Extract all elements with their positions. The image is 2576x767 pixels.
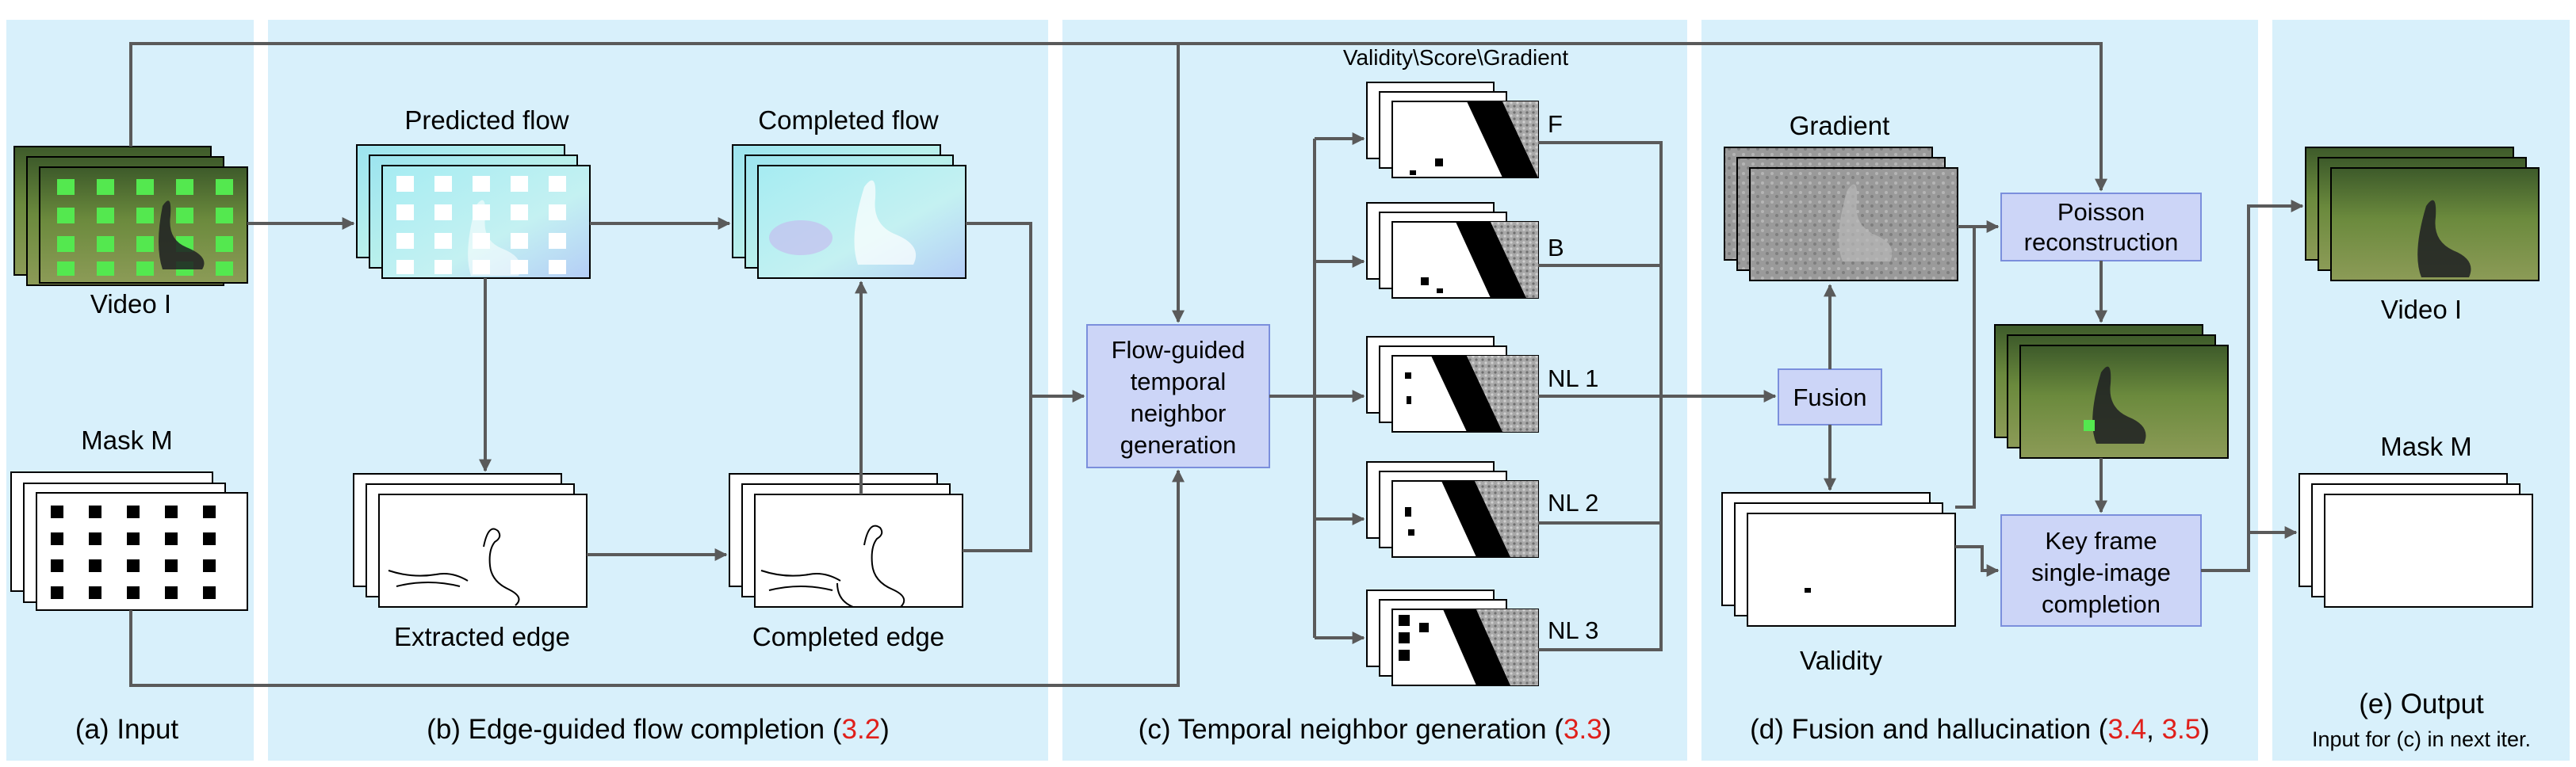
stack-header-label: Validity\Score\Gradient bbox=[1343, 45, 1569, 70]
input-mask-label: Mask M bbox=[81, 425, 173, 455]
panel-output-bg bbox=[2272, 20, 2570, 761]
output-video-label: Video I bbox=[2381, 295, 2462, 324]
predicted-flow-stack bbox=[356, 144, 591, 279]
caption-temporal-suffix: ) bbox=[1602, 714, 1612, 745]
neighbor-stack-nl3 bbox=[1366, 590, 1539, 686]
keyframe-line-2: single-image bbox=[2031, 559, 2171, 586]
caption-output: (e) Output bbox=[2359, 689, 2484, 719]
caption-flow-ref: 3.2 bbox=[842, 714, 881, 745]
poisson-line-1: Poisson bbox=[2057, 198, 2145, 226]
caption-temporal-prefix: (c) Temporal neighbor generation ( bbox=[1139, 714, 1564, 745]
extracted-edge-stack bbox=[353, 473, 588, 608]
keyframe-box: Key frame single-image completion bbox=[2000, 514, 2202, 627]
neighbor-gen-line-3: neighbor bbox=[1131, 399, 1227, 427]
validity-label: Validity bbox=[1800, 646, 1882, 675]
neighbor-stack-nl2 bbox=[1366, 461, 1539, 558]
caption-fusion: (d) Fusion and hallucination (3.4, 3.5) bbox=[1750, 714, 2210, 745]
fusion-box: Fusion bbox=[1778, 368, 1882, 425]
caption-fusion-ref1: 3.4 bbox=[2107, 714, 2146, 745]
caption-fusion-prefix: (d) Fusion and hallucination ( bbox=[1750, 714, 2108, 745]
output-mask-stack bbox=[2298, 473, 2533, 608]
completed-flow-stack bbox=[732, 144, 966, 279]
neighbor-stack-b bbox=[1366, 202, 1539, 299]
neighbor-gen-line-2: temporal bbox=[1131, 368, 1227, 395]
caption-input: (a) Input bbox=[75, 714, 179, 745]
neighbor-label-nl2: NL 2 bbox=[1548, 489, 1598, 517]
caption-fusion-ref2: 3.5 bbox=[2162, 714, 2201, 745]
caption-output-sub: Input for (c) in next iter. bbox=[2312, 727, 2531, 751]
completed-flow-label: Completed flow bbox=[758, 105, 939, 135]
output-video-stack bbox=[2305, 147, 2540, 281]
predicted-flow-label: Predicted flow bbox=[404, 105, 568, 135]
caption-flow: (b) Edge-guided flow completion (3.2) bbox=[427, 714, 890, 745]
poisson-line-2: reconstruction bbox=[2024, 228, 2179, 256]
neighbor-gen-line-4: generation bbox=[1120, 431, 1237, 459]
input-mask-squares bbox=[51, 506, 216, 599]
keyframe-line-1: Key frame bbox=[2045, 527, 2157, 555]
gradient-label: Gradient bbox=[1789, 111, 1890, 140]
caption-flow-suffix: ) bbox=[880, 714, 890, 745]
connectors bbox=[129, 42, 2304, 687]
gradient-stack bbox=[1724, 147, 1958, 281]
caption-temporal: (c) Temporal neighbor generation (3.3) bbox=[1139, 714, 1612, 745]
keyframe-line-3: completion bbox=[2042, 590, 2161, 618]
neighbor-gen-box: Flow-guided temporal neighbor generation bbox=[1086, 324, 1270, 468]
neighbor-label-nl3: NL 3 bbox=[1548, 616, 1598, 644]
input-video-mask-squares bbox=[57, 179, 233, 276]
input-mask-stack bbox=[10, 471, 248, 611]
extracted-edge-label: Extracted edge bbox=[394, 622, 570, 651]
neighbor-gen-line-1: Flow-guided bbox=[1112, 336, 1246, 364]
caption-fusion-suffix: ) bbox=[2200, 714, 2210, 745]
completed-edge-label: Completed edge bbox=[752, 622, 944, 651]
caption-temporal-ref: 3.3 bbox=[1564, 714, 1602, 745]
output-mask-label: Mask M bbox=[2380, 432, 2472, 461]
completed-edge-stack bbox=[729, 473, 963, 608]
poisson-box: Poisson reconstruction bbox=[2000, 193, 2202, 261]
neighbor-label-nl1: NL 1 bbox=[1548, 364, 1598, 392]
neighbor-label-b: B bbox=[1548, 234, 1564, 261]
intermediate-video-stack bbox=[1994, 324, 2229, 459]
validity-stack bbox=[1721, 492, 1956, 627]
neighbor-label-f: F bbox=[1548, 110, 1563, 138]
input-video-stack bbox=[13, 146, 248, 286]
neighbor-stack-f bbox=[1366, 82, 1539, 178]
panel-backgrounds bbox=[6, 20, 2570, 761]
fusion-box-label: Fusion bbox=[1793, 384, 1866, 411]
caption-fusion-sep: , bbox=[2146, 714, 2161, 745]
panel-flow-bg bbox=[268, 20, 1048, 761]
input-video-label: Video I bbox=[90, 289, 171, 319]
caption-flow-prefix: (b) Edge-guided flow completion ( bbox=[427, 714, 842, 745]
neighbor-stack-nl1 bbox=[1366, 336, 1539, 433]
